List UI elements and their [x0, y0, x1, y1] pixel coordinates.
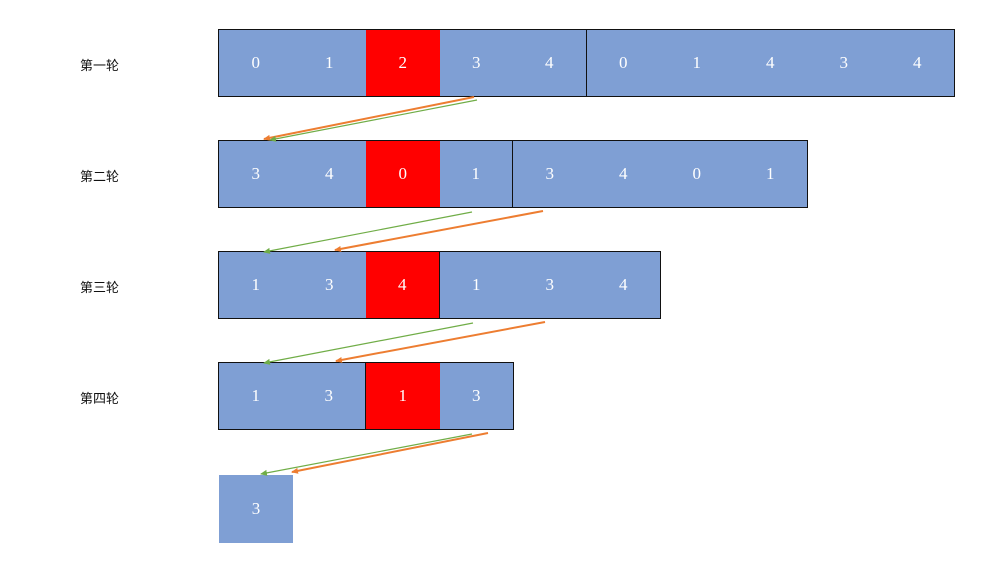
array-cell: 1	[325, 53, 334, 72]
array-cell: 3	[472, 386, 481, 405]
round-label-1: 第一轮	[80, 59, 120, 74]
array-cell: 4	[913, 53, 922, 72]
array-cell: 1	[251, 275, 261, 294]
green-arrow-1	[269, 99, 478, 142]
orange-arrow-2	[334, 210, 544, 252]
array-cell: 3	[545, 164, 555, 183]
array-cell: 1	[766, 164, 775, 183]
array-cell: 0	[251, 53, 261, 72]
highlighted-cell: 0	[366, 141, 440, 207]
final-result-box: 3	[219, 475, 293, 543]
array-cell: 4	[325, 164, 334, 183]
round-label-4: 第四轮	[80, 392, 120, 407]
array-cell: 1	[472, 275, 481, 294]
round-row-3: 1 3 4 1 3 4	[218, 251, 661, 319]
array-cell: 4	[619, 275, 628, 294]
green-arrow-4	[260, 433, 473, 476]
highlighted-cell: 4	[366, 252, 440, 318]
array-cell: 3	[839, 53, 849, 72]
highlighted-cell: 2	[366, 30, 440, 96]
round-row-1: 0 1 2 3 4 0 1 4 3 4	[218, 29, 955, 97]
array-cell: 3	[293, 363, 366, 429]
green-arrow-3	[263, 322, 474, 365]
array-cell: 4	[766, 53, 775, 72]
orange-arrow-1	[263, 96, 475, 141]
array-cell: 4	[619, 164, 628, 183]
orange-arrow-4	[291, 432, 489, 474]
array-cell: 1	[440, 141, 513, 207]
highlighted-cell: 1	[366, 363, 440, 429]
array-cell: 3	[325, 275, 334, 294]
green-arrow-2	[263, 211, 473, 254]
array-cell: 3	[545, 275, 555, 294]
array-cell: 1	[692, 53, 702, 72]
array-cell: 0	[692, 164, 702, 183]
array-cell: 3	[251, 164, 261, 183]
array-cell: 0	[619, 53, 628, 72]
round-label-3: 第三轮	[80, 281, 120, 296]
round-label-2: 第二轮	[80, 170, 120, 185]
array-cell: 4	[513, 30, 587, 96]
array-cell: 3	[472, 53, 481, 72]
orange-arrow-3	[335, 321, 546, 363]
array-cell: 1	[251, 386, 261, 405]
